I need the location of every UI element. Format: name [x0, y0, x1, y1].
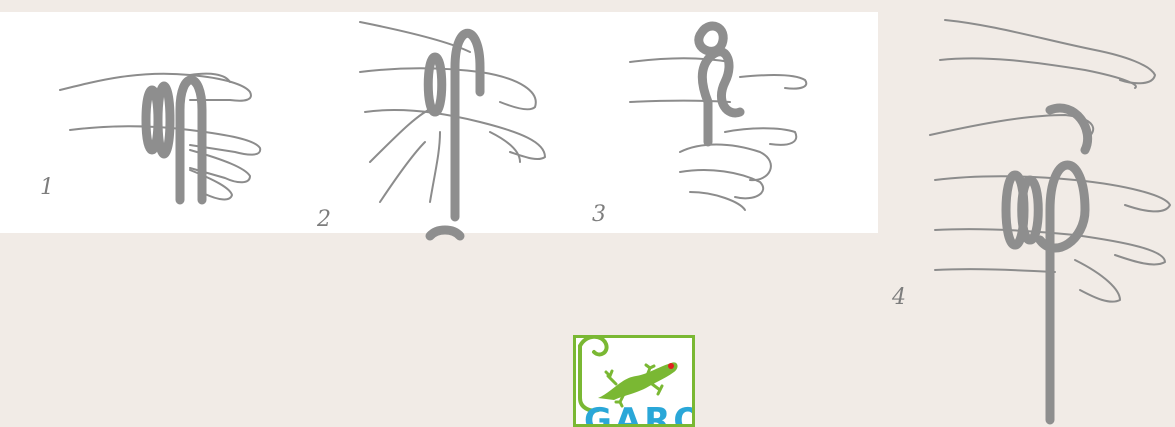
step-4-illustration [925, 0, 1175, 427]
logo-text: GARO [584, 404, 695, 427]
step-3-illustration [620, 12, 840, 217]
step-3-number: 3 [592, 202, 606, 227]
step-2-number: 2 [317, 207, 331, 232]
step-1-number: 1 [40, 175, 54, 200]
step-1-illustration [40, 30, 300, 210]
step-4-number: 4 [892, 285, 906, 310]
garo-logo: GARO [573, 335, 695, 427]
step-2-illustration [340, 12, 570, 222]
cord-fragment [425, 226, 465, 238]
